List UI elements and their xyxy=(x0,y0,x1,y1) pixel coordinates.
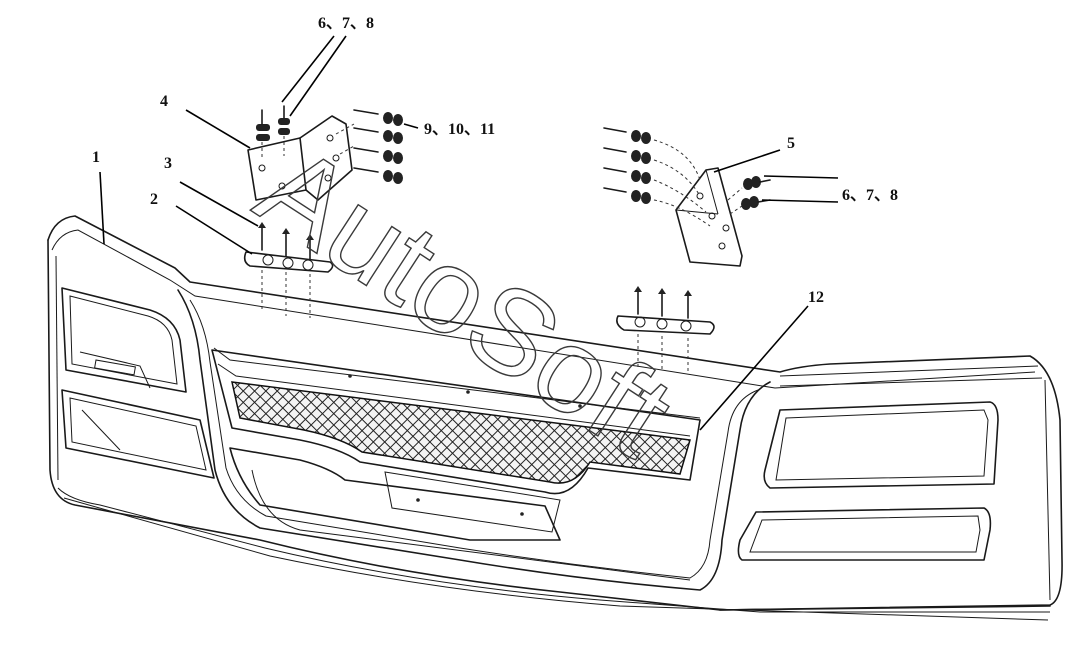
left-bracket-top-bolts xyxy=(256,105,290,141)
callout-2: 2 xyxy=(150,191,158,208)
callout-1: 1 xyxy=(92,149,100,166)
left-screws xyxy=(258,222,314,261)
left-lower-opening xyxy=(61,389,215,479)
grille-frame xyxy=(211,349,701,495)
center-frame-outer xyxy=(177,289,771,591)
right-mounting-strip xyxy=(616,286,715,374)
license-plate-area xyxy=(384,471,561,533)
grille-mesh xyxy=(231,381,691,484)
callout-3: 3 xyxy=(164,155,172,172)
right-bracket-side-bolts xyxy=(603,127,651,204)
right-bracket-top-bolts xyxy=(741,176,771,210)
bumper-body xyxy=(47,215,1063,621)
left-bracket-side-bolts xyxy=(353,109,403,184)
leader-lines xyxy=(99,35,839,431)
callout-6-7-8-right: 6、7、8 xyxy=(842,187,898,204)
right-lower-opening xyxy=(737,507,992,561)
callout-labels: 1 2 3 4 5 6、7、8 6、7、8 9、10、11 12 xyxy=(92,15,898,306)
callout-4: 4 xyxy=(160,93,168,110)
callout-5: 5 xyxy=(787,135,795,152)
callout-12: 12 xyxy=(808,289,824,306)
right-screws xyxy=(634,286,692,319)
left-l-bracket xyxy=(247,105,403,201)
left-mounting-strip xyxy=(243,222,334,318)
right-l-bracket xyxy=(603,127,771,267)
right-upper-opening xyxy=(763,401,999,489)
left-upper-opening xyxy=(61,287,187,393)
callout-9-10-11: 9、10、11 xyxy=(424,121,495,138)
callout-6-7-8-left: 6、7、8 xyxy=(318,15,374,32)
